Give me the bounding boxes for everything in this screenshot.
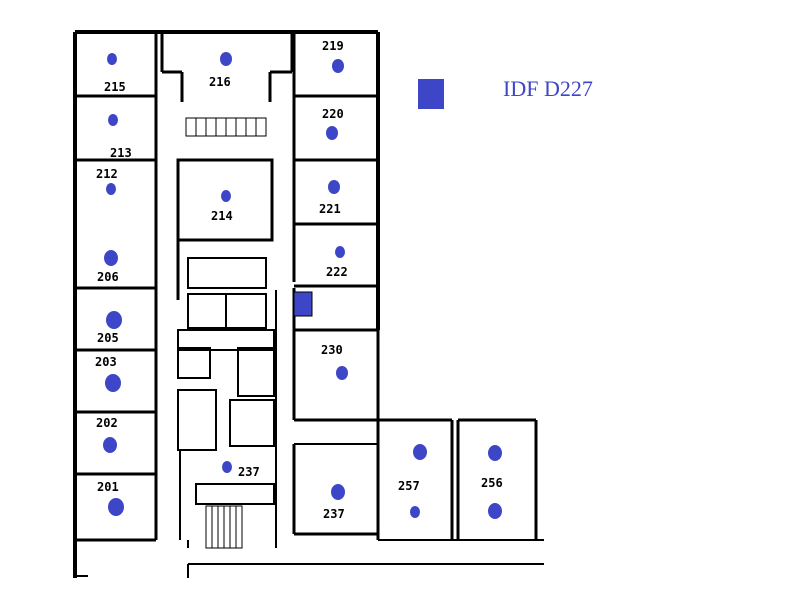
access-point-dot-icon: [220, 52, 232, 66]
access-point-dot-icon: [331, 484, 345, 500]
access-point-dot-icon: [488, 503, 502, 519]
access-point-dot-icon: [221, 190, 231, 202]
room-label-202: 202: [96, 416, 118, 430]
access-point-dot-icon: [107, 53, 117, 65]
idf-legend-swatch-icon: [418, 79, 444, 109]
room-label-212: 212: [96, 167, 118, 181]
building-walls: [73, 30, 544, 578]
access-point-dot-icon: [335, 246, 345, 258]
room-label-222: 222: [326, 265, 348, 279]
access-point-dot-icon: [222, 461, 232, 473]
idf-legend-label: IDF D227: [503, 76, 593, 101]
room-label-237: 237: [323, 507, 345, 521]
access-point-dot-icon: [328, 180, 340, 194]
access-point-dot-icon: [103, 437, 117, 453]
room-label-237-core: 237: [238, 465, 260, 479]
access-point-dot-icon: [106, 183, 116, 195]
room-label-219: 219: [322, 39, 344, 53]
room-label-213: 213: [110, 146, 132, 160]
room-label-205: 205: [97, 331, 119, 345]
room-label-203: 203: [95, 355, 117, 369]
access-point-dot-icon: [105, 374, 121, 392]
room-label-257: 257: [398, 479, 420, 493]
room-label-256: 256: [481, 476, 503, 490]
room-label-220: 220: [322, 107, 344, 121]
room-label-230: 230: [321, 343, 343, 357]
access-point-dot-icon: [108, 114, 118, 126]
access-point-dot-icon: [108, 498, 124, 516]
access-point-dot-icon: [106, 311, 122, 329]
room-label-206: 206: [97, 270, 119, 284]
access-point-dot-icon: [104, 250, 118, 266]
room-label-201: 201: [97, 480, 119, 494]
access-point-dots: [103, 52, 502, 519]
access-point-dot-icon: [332, 59, 344, 73]
access-point-dot-icon: [326, 126, 338, 140]
room-label-221: 221: [319, 202, 341, 216]
access-point-dot-icon: [336, 366, 348, 380]
room-label-214: 214: [211, 209, 233, 223]
access-point-dot-icon: [488, 445, 502, 461]
room-label-215: 215: [104, 80, 126, 94]
access-point-dot-icon: [410, 506, 420, 518]
room-labels: 215 216 219 220 213 212 214 221 206 222 …: [95, 39, 503, 521]
access-point-dot-icon: [413, 444, 427, 460]
idf-room-marker-icon: [293, 291, 313, 317]
room-label-216: 216: [209, 75, 231, 89]
